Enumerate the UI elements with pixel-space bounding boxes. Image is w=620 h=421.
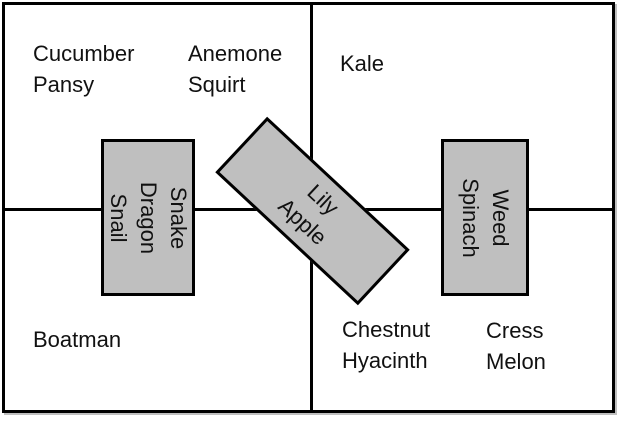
quadrant-label-chestnut-hyacinth: Chestnut Hyacinth	[342, 317, 431, 373]
quadrant-label-cucumber-pansy: Cucumber Pansy	[33, 41, 135, 97]
box-snake-dragon-snail-label: Snake Dragon Snail	[106, 181, 191, 254]
box-weed-spinach: Weed Spinach	[441, 139, 529, 296]
quadrant-label-cress-melon: Cress Melon	[486, 318, 546, 374]
box-weed-spinach-label: Weed Spinach	[457, 177, 513, 258]
quadrant-label-boatman: Boatman	[33, 327, 122, 352]
box-snake-dragon-snail: Snake Dragon Snail	[101, 139, 195, 296]
quadrant-label-kale: Kale	[340, 51, 385, 76]
quadrant-label-anemone-squirt: Anemone Squirt	[188, 41, 283, 97]
